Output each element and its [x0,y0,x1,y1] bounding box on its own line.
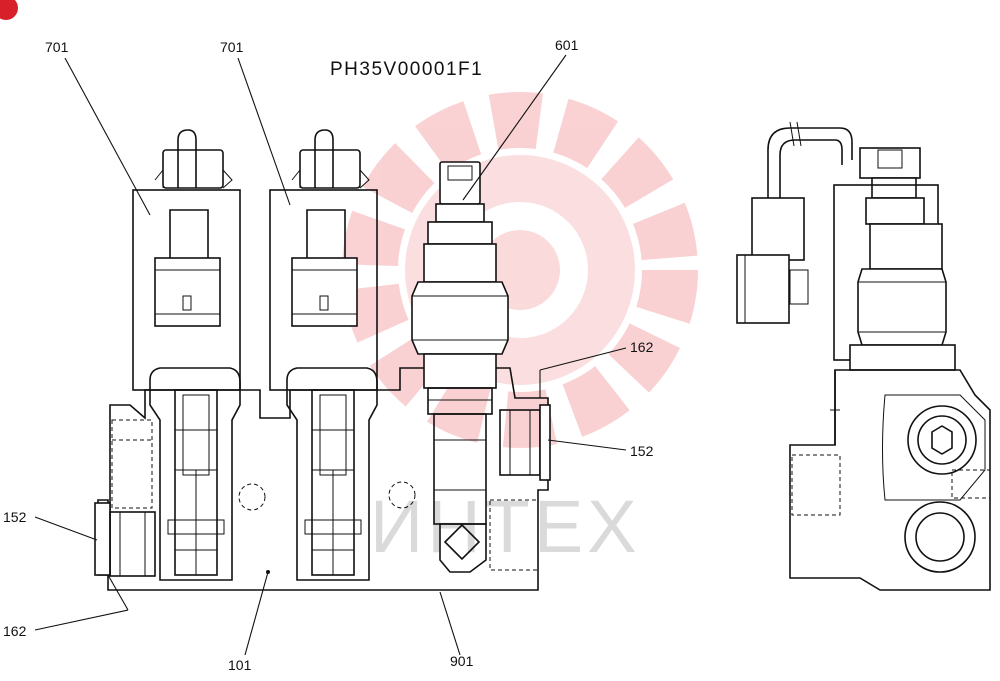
drawing-code: PH35V00001F1 [330,59,483,80]
side-connector [751,197,805,261]
watermark-text: ИНТЕХ [370,485,641,568]
side-port-upper [907,405,977,475]
valve-cartridge-right [286,367,378,581]
callout-152-left: 152 [3,509,27,525]
front-view [94,129,551,591]
side-view [736,121,991,591]
callout-901: 901 [450,653,474,669]
corner-logo [0,0,18,20]
leader-lines [34,54,627,656]
callout-701-left: 701 [45,39,69,55]
mounting-hole-left [238,483,266,511]
callout-152-right: 152 [630,443,654,459]
left-port-plug [94,502,111,576]
pressure-sensor [411,161,509,573]
callout-701-right: 701 [220,39,244,55]
callout-162-left: 162 [3,623,27,639]
mounting-hole-right [388,481,416,509]
callout-162-right: 162 [630,339,654,355]
watermark-gear-logo [342,92,698,448]
side-port-lower [904,501,976,573]
callout-601: 601 [555,37,579,53]
sensor-cable [767,127,853,198]
side-body [789,369,991,591]
callout-labels: 701 701 601 162 152 152 162 101 901 [3,37,654,673]
valve-cartridge-left [149,367,241,581]
callout-101: 101 [228,657,252,673]
